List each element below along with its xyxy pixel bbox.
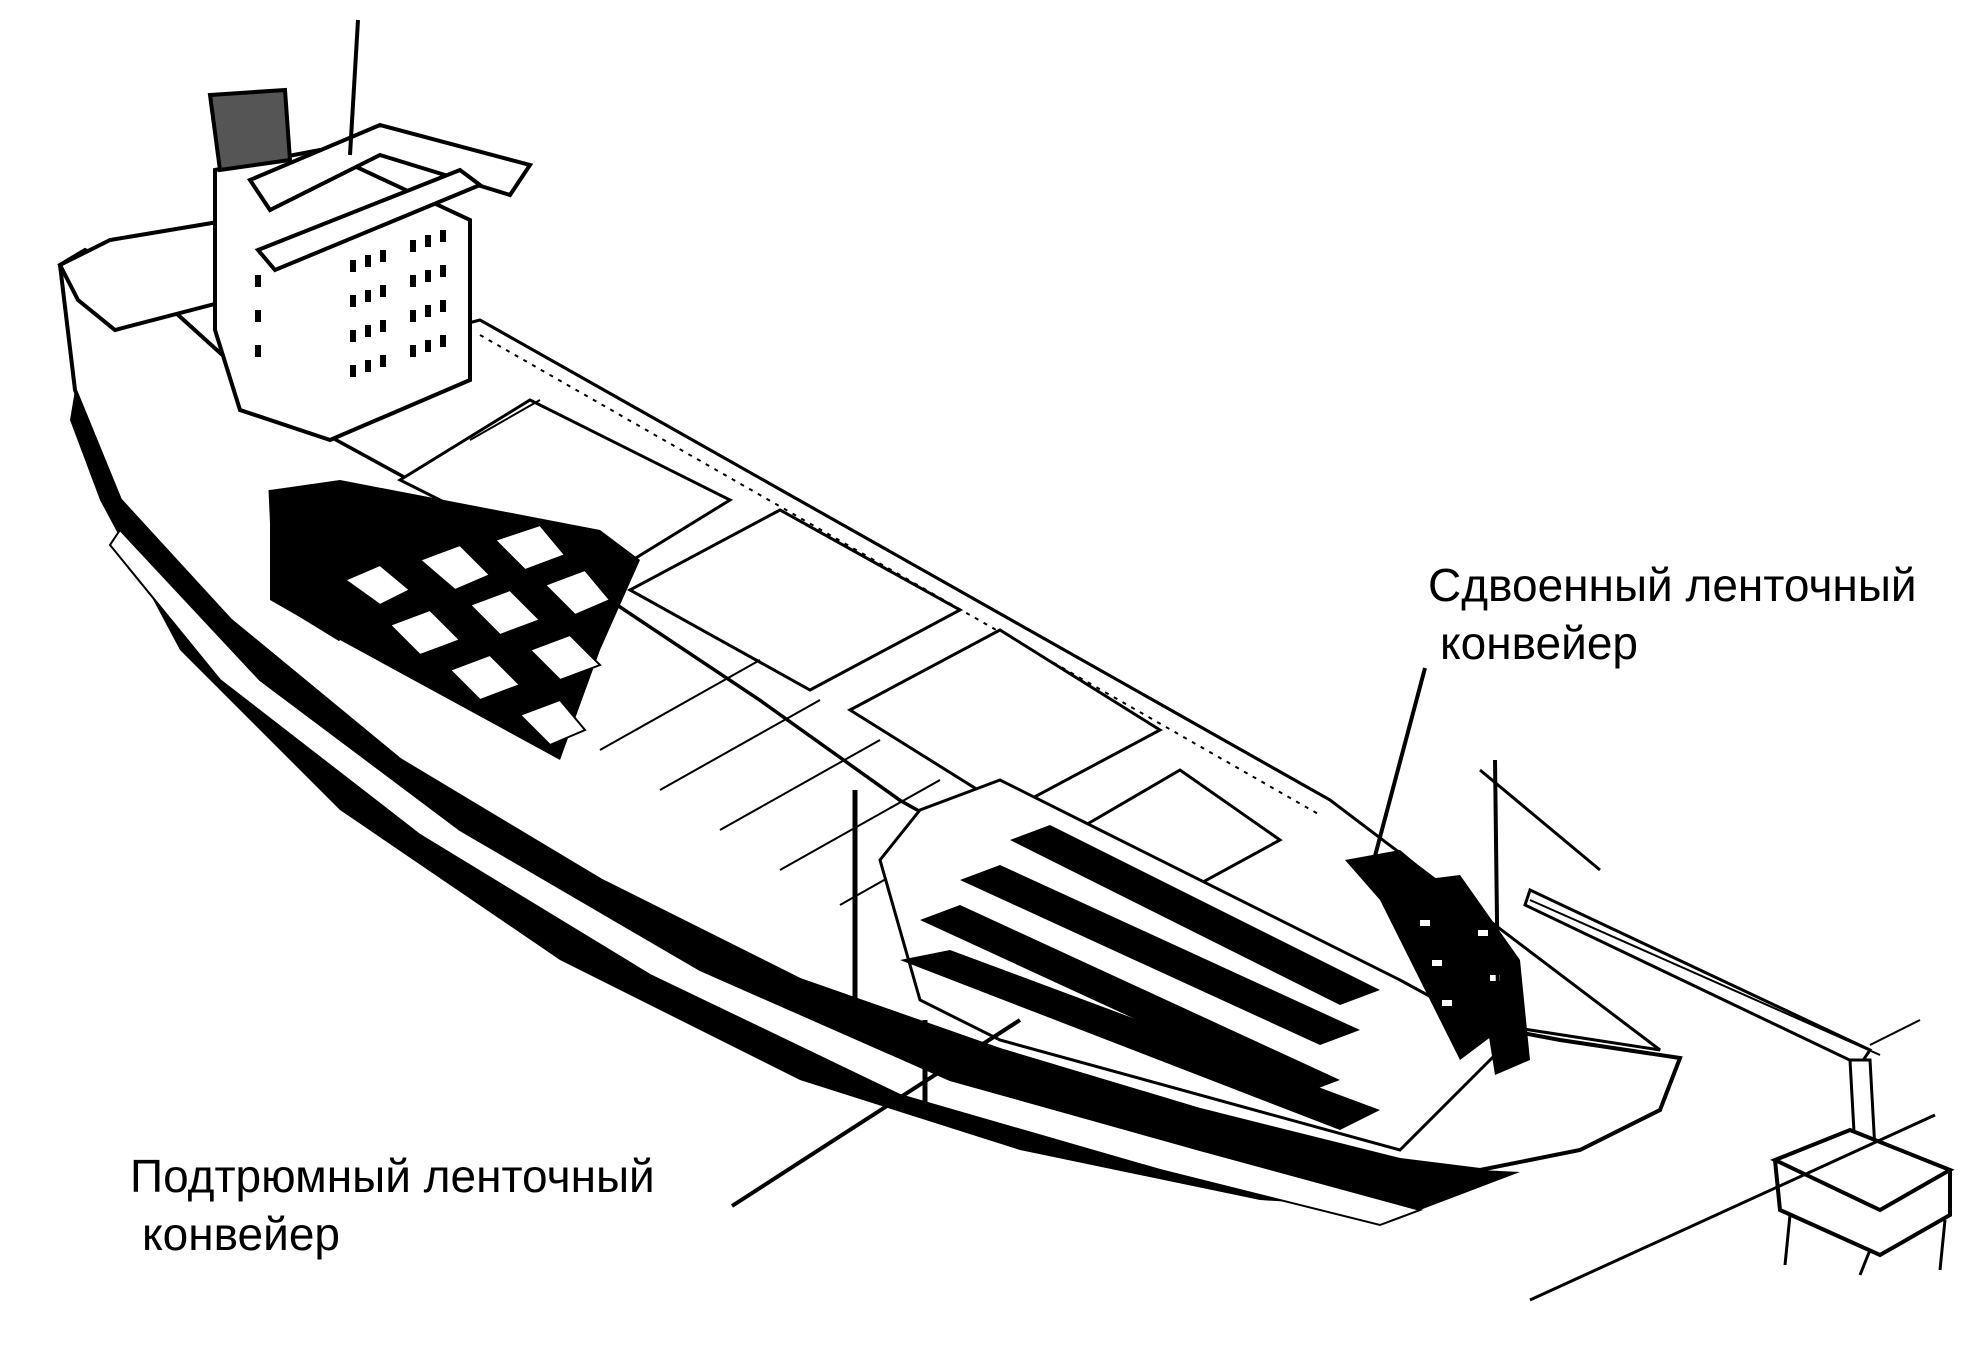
quay-edge — [1529, 1113, 1936, 1302]
label-double-line1: Сдвоенный ленточный — [1428, 559, 1917, 611]
underhold-belt-conveyors — [900, 825, 1380, 1130]
hatch-covers — [396, 398, 1283, 902]
leader-line-double-conveyor — [1373, 667, 1427, 857]
label-double-belt-conveyor: Сдвоенный ленточный конвейер — [1428, 556, 1917, 672]
leader-line-underhold-conveyor — [730, 1018, 1022, 1208]
label-double-line2: конвейер — [1440, 617, 1638, 669]
main-deck — [246, 318, 1661, 1052]
hull-bottom-black — [70, 390, 1520, 1210]
inclined-conveyor-frame — [1345, 850, 1500, 1060]
double-belt-conveyor — [1345, 759, 1601, 1075]
funnel — [207, 87, 293, 173]
label-underhold-line1: Подтрюмный ленточный — [130, 1150, 655, 1202]
fore-stay — [1479, 768, 1601, 872]
conveyor-rollers — [1420, 920, 1500, 1006]
hold-hoppers — [342, 523, 612, 747]
shore-hopper — [1770, 1127, 1955, 1213]
label-underhold-belt-conveyor: Подтрюмный ленточный конвейер — [130, 1147, 655, 1263]
hopper-legs — [1783, 1214, 1947, 1276]
bulkheads — [852, 790, 928, 1110]
boom-upper-stay — [1869, 1019, 1921, 1046]
boom-stay — [1529, 899, 1881, 1056]
inclined-conveyor-return — [1420, 875, 1530, 1075]
deck-railing — [479, 318, 1331, 802]
boom-arm — [1523, 887, 1873, 1067]
bridge-deck — [246, 122, 534, 213]
accommodation-block — [213, 147, 472, 443]
superstructure — [207, 19, 534, 443]
mast — [348, 19, 360, 156]
bridge-wing — [254, 167, 485, 273]
label-underhold-line2: конвейер — [142, 1208, 340, 1260]
shore-discharge-boom — [1523, 887, 1955, 1302]
cargo-holds-cutaway — [268, 480, 1513, 1152]
hold-wall-aft — [268, 489, 341, 642]
shore-hopper-sides — [1773, 1159, 1952, 1258]
hull-keel-strip — [108, 528, 1424, 1227]
fore-mast — [1493, 759, 1500, 1001]
portholes — [255, 230, 446, 377]
